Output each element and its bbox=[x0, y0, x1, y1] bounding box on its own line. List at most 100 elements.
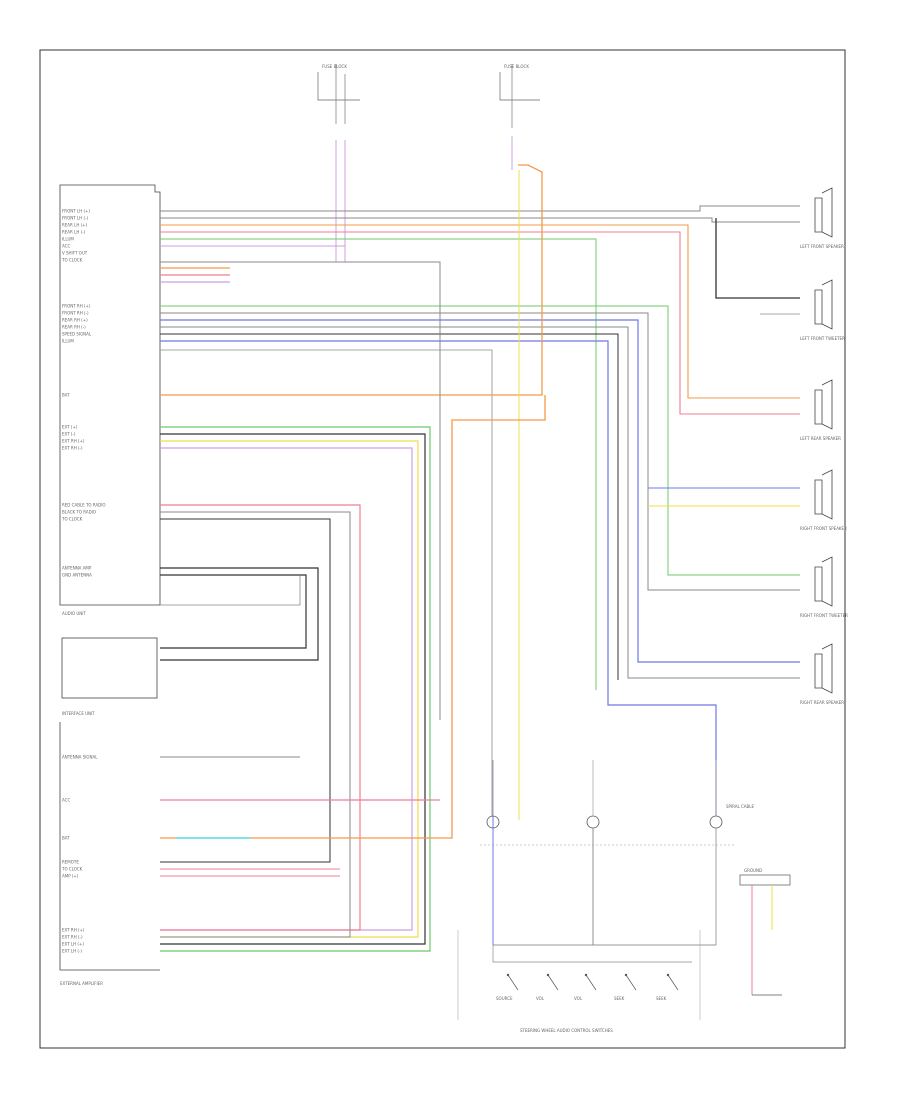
audio-pin-label: FRONT RH (-) bbox=[62, 311, 89, 316]
amp-pin-label: EXT LH (+) bbox=[62, 942, 84, 947]
left-front-speaker-icon: LEFT FRONT SPEAKER bbox=[800, 187, 844, 249]
wire-front-rh-neg bbox=[160, 312, 800, 591]
spiral-cable-label: SPIRAL CABLE bbox=[726, 804, 754, 809]
wire-amp-bat bbox=[160, 395, 546, 839]
wire-ext-0 bbox=[160, 426, 431, 952]
wire-harness bbox=[160, 164, 800, 952]
fuse-right-label: FUSE BLOCK bbox=[504, 64, 529, 69]
right-front-tweeter-icon: RIGHT FRONT TWEETER bbox=[800, 556, 848, 618]
audio-pin-label: V SHIFT OUT bbox=[62, 251, 88, 256]
wire-black-radio bbox=[160, 511, 351, 938]
audio-pin-label: FRONT LH (+) bbox=[62, 209, 90, 214]
wire-speed bbox=[160, 333, 619, 680]
steering-switch-label: SEEK bbox=[656, 996, 667, 1001]
wire-ext-2 bbox=[160, 440, 419, 938]
audio-pin-label: FRONT LH (-) bbox=[62, 216, 88, 221]
audio-pin-label: REAR RH (-) bbox=[62, 325, 86, 330]
audio-pin-label: TO CLOCK bbox=[61, 258, 83, 263]
audio-pin-label: EXT RH (+) bbox=[62, 439, 85, 444]
audio-pin-label: REAR LH (-) bbox=[62, 230, 86, 235]
speaker-label: LEFT REAR SPEAKER bbox=[800, 436, 841, 441]
audio-pin-label: EXT (+) bbox=[62, 425, 78, 430]
wire-gnd-antenna bbox=[160, 574, 307, 649]
wire-rear-rh-pos bbox=[160, 319, 800, 663]
steering-switch-label: SEEK bbox=[614, 996, 625, 1001]
audio-pin-label: BLACK TO RADIO bbox=[62, 510, 96, 515]
wire-tweeter-lh-pos bbox=[715, 218, 800, 299]
interface-unit-label: INTERFACE UNIT bbox=[62, 711, 95, 716]
ground-label: GROUND bbox=[744, 868, 762, 873]
wire-front-rh-pos bbox=[160, 305, 800, 576]
audio-pin-label: SPEED SIGNAL bbox=[62, 332, 92, 337]
steering-switch-label: SOURCE bbox=[496, 996, 513, 1001]
external-amplifier: EXTERNAL AMPLIFIER bbox=[59, 722, 160, 986]
wire-front-lh-pos bbox=[160, 205, 800, 212]
wire-illum bbox=[160, 238, 597, 690]
audio-pin-label: ANTENNA AMP bbox=[62, 566, 92, 571]
wire-steering bbox=[160, 340, 717, 816]
speaker-label: RIGHT REAR SPEAKER bbox=[800, 700, 844, 705]
steering-switch-block: SPIRAL CABLE STEERING WHEEL AUDIO CONTRO… bbox=[457, 760, 754, 1033]
speaker-label: RIGHT FRONT TWEETER bbox=[800, 613, 848, 618]
steering-switch-4: SEEK bbox=[656, 973, 679, 1001]
audio-unit: AUDIO UNIT bbox=[59, 184, 161, 616]
audio-pin-label: ACC bbox=[62, 244, 70, 249]
wire-rear-lh-neg bbox=[160, 231, 800, 415]
audio-pin-label: ILLUM bbox=[62, 237, 74, 242]
amp-pin-label: ANTENNA SIGNAL bbox=[62, 755, 98, 760]
diagram-frame bbox=[39, 49, 846, 1049]
audio-pin-label: REAR LH (+) bbox=[62, 223, 88, 228]
audio-pin-label: RED CABLE TO RADIO bbox=[62, 503, 106, 508]
fuse-left-label: FUSE BLOCK bbox=[322, 64, 347, 69]
wire-illum-2 bbox=[160, 349, 493, 816]
fuse-block-right: FUSE BLOCK bbox=[499, 64, 540, 170]
steering-switch-label: STEERING WHEEL AUDIO CONTROL SWITCHES bbox=[520, 1028, 613, 1033]
audio-pin-label: ILLUM bbox=[62, 339, 74, 344]
audio-pin-label: EXT RH (-) bbox=[62, 446, 83, 451]
right-front-speaker-icon: RIGHT FRONT SPEAKER bbox=[800, 469, 847, 531]
speakers: LEFT FRONT SPEAKER LEFT FRONT TWEETER LEFT… bbox=[800, 187, 848, 705]
steering-switch-1: VOL bbox=[536, 973, 559, 1001]
interface-unit: INTERFACE UNIT bbox=[61, 637, 158, 716]
wire-ext-1 bbox=[160, 433, 426, 945]
ground-symbol: GROUND bbox=[739, 868, 791, 996]
audio-pin-label: REAR RH (+) bbox=[62, 318, 88, 323]
amp-pin-label: ACC bbox=[62, 798, 70, 803]
wire-antenna-amp bbox=[160, 567, 319, 661]
amp-pin-label: AMP (+) bbox=[62, 874, 79, 879]
steering-switch-label: VOL bbox=[536, 996, 545, 1001]
amp-pin-label: BAT bbox=[62, 836, 70, 841]
wire-rear-rh-neg bbox=[160, 326, 800, 679]
steering-switch-label: VOL bbox=[574, 996, 583, 1001]
right-rear-speaker-icon: RIGHT REAR SPEAKER bbox=[800, 643, 844, 705]
wire-rear-lh-pos bbox=[160, 224, 800, 399]
wire-bat bbox=[160, 164, 543, 396]
wire-red-radio bbox=[160, 504, 361, 931]
amp-pin-label: TO CLOCK bbox=[61, 867, 83, 872]
audio-pin-label: FRONT RH (+) bbox=[62, 304, 91, 309]
steering-switch-2: VOL bbox=[574, 973, 597, 1001]
wire-clock-radio bbox=[160, 518, 331, 863]
audio-pin-label: GND ANTENNA bbox=[62, 573, 92, 578]
wire-antenna-shield bbox=[160, 575, 301, 606]
wire-ext-3 bbox=[160, 447, 413, 931]
speaker-label: LEFT FRONT SPEAKER bbox=[800, 244, 844, 249]
amp-pin-label: EXT RH (+) bbox=[62, 928, 85, 933]
switch-contacts: SOURCE VOL VOL SEEK SEEK bbox=[492, 945, 692, 1001]
left-front-tweeter-icon: LEFT FRONT TWEETER bbox=[800, 279, 845, 341]
audio-pin-label: EXT (-) bbox=[62, 432, 76, 437]
amp-pin-label: EXT RH (-) bbox=[62, 935, 83, 940]
speaker-label: LEFT FRONT TWEETER bbox=[800, 336, 845, 341]
fuse-block-left: FUSE BLOCK bbox=[317, 64, 360, 262]
left-rear-speaker-icon: LEFT REAR SPEAKER bbox=[800, 379, 841, 441]
speaker-label: RIGHT FRONT SPEAKER bbox=[800, 526, 847, 531]
audio-pin-label: BAT bbox=[62, 393, 70, 398]
steering-switch-0: SOURCE bbox=[496, 973, 519, 1001]
external-amplifier-label: EXTERNAL AMPLIFIER bbox=[60, 981, 103, 986]
amp-pin-label: EXT LH (-) bbox=[62, 949, 82, 954]
steering-switch-3: SEEK bbox=[614, 973, 637, 1001]
audio-pin-labels: FRONT LH (+) FRONT LH (-) REAR LH (+) REAR … bbox=[61, 209, 106, 578]
wire-front-lh-neg bbox=[160, 217, 800, 223]
